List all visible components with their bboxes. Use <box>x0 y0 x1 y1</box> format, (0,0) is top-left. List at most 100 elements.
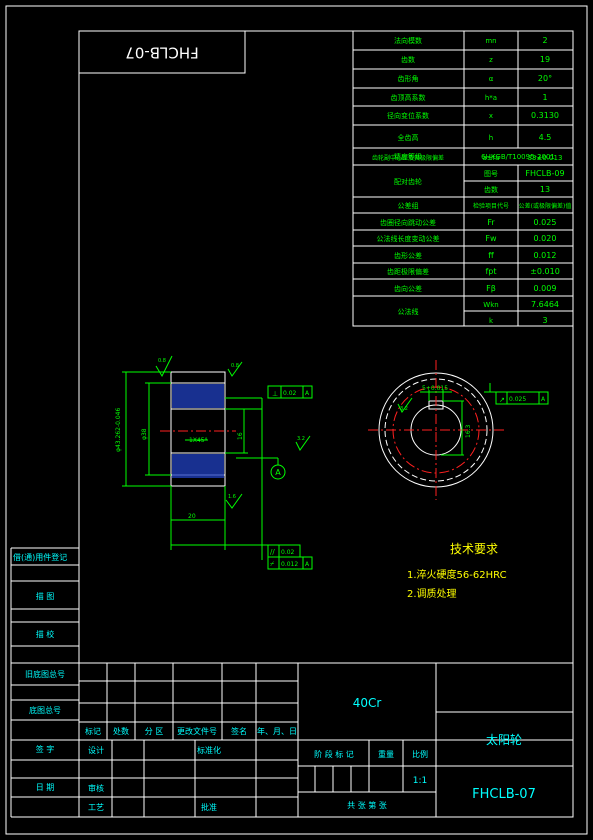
tech-requirements: 技术要求 1.淬火硬度56-62HRC 2.调质处理 <box>407 542 507 600</box>
param-table <box>352 30 574 327</box>
tb-standard: 标准化 <box>197 745 221 755</box>
param-name: 法向模数 <box>394 36 422 45</box>
mating-name: 配对齿轮 <box>394 177 422 186</box>
tb-scale: 1:1 <box>413 776 427 786</box>
tolerance-header: 检验项目代号 <box>473 202 509 210</box>
front-view-text: φ43.262-0.046 φ38 1X45° 16 20 0.8 0.8 3.… <box>115 358 310 568</box>
tolerance-value: ±0.010 <box>530 267 560 276</box>
rough-bottom: 1.6 <box>228 494 236 500</box>
outer-border <box>5 5 588 835</box>
tb-part-name: 太阳轮 <box>486 732 522 747</box>
param-name: 全齿高 <box>398 133 419 142</box>
tb-weight: 重量 <box>378 749 394 759</box>
code-box <box>78 30 246 74</box>
gt-par-val: 0.02 <box>281 549 295 556</box>
front-view <box>122 355 313 570</box>
dim-bore: φ38 <box>141 428 148 440</box>
param-name: 齿顶高系数 <box>391 93 426 102</box>
tb-approve: 批准 <box>201 802 217 812</box>
dim-key-width: 5+0.015 <box>422 385 448 392</box>
dim-bore-len: 16 <box>237 432 244 440</box>
param-symbol: h <box>489 134 493 142</box>
datum-label: A <box>275 468 281 477</box>
param-symbol: a±fa <box>483 154 500 162</box>
rotated-code: FHCLB-07 <box>125 44 199 62</box>
gt-run-val: 0.025 <box>509 396 526 403</box>
tolerance-name: 齿形公差 <box>394 251 422 260</box>
param-symbol: α <box>489 75 494 83</box>
tb-sheets: 共 张 第 张 <box>347 800 387 810</box>
tolerance-symbol: Fw <box>485 234 497 243</box>
param-value: 20° <box>538 74 552 83</box>
common-normal-symbol: k <box>489 317 494 325</box>
tolerance-symbol: ff <box>488 251 494 260</box>
param-name: 径向变位系数 <box>387 111 429 120</box>
param-name: 精度等级 <box>394 152 422 161</box>
dim-tip: φ43.262-0.046 <box>115 408 122 452</box>
tolerance-name: 公法线长度变动公差 <box>377 234 440 243</box>
side-view <box>368 360 549 500</box>
tb-c2: 处数 <box>113 726 129 736</box>
tech-item-2: 2.调质处理 <box>407 588 457 600</box>
tb-c3: 分 区 <box>145 727 164 736</box>
tolerance-value: 0.025 <box>534 218 557 227</box>
tech-title: 技术要求 <box>450 542 498 556</box>
mating-symbol: 图号 <box>484 170 498 178</box>
side-label-1: 借(通)用件登记 <box>13 552 67 562</box>
inner-border <box>78 30 574 818</box>
dim-chamfer: 1X45° <box>189 437 208 444</box>
tolerance-symbol: Fr <box>487 218 495 227</box>
tolerance-value: 0.020 <box>534 234 557 243</box>
mating-value: 13 <box>540 185 550 194</box>
common-normal-value: 7.6464 <box>531 300 559 309</box>
tb-c6: 年、月、日 <box>257 726 297 736</box>
param-value: 2 <box>542 36 547 45</box>
tb-process: 工艺 <box>88 803 104 812</box>
tb-c4: 更改文件号 <box>177 726 217 736</box>
param-name: 齿轮副中心距及其极限偏差 <box>372 154 444 162</box>
tolerance-header: 公差(或极限偏差)值 <box>519 202 572 210</box>
gt-sym-val: 0.012 <box>281 561 298 568</box>
tb-stage: 阶 段 标 记 <box>314 749 354 759</box>
dim-face-len: 20 <box>188 513 196 520</box>
tb-review: 审核 <box>88 783 104 793</box>
gt-par-sym: // <box>270 548 275 556</box>
rough-side: 3.2 <box>400 406 408 412</box>
tolerance-name: 齿圈径向跳动公差 <box>380 218 436 227</box>
gt-sym-sym: ⌿ <box>270 560 275 568</box>
gt-run-datum: A <box>541 396 546 403</box>
tolerance-name: 齿向公差 <box>394 284 422 293</box>
param-value: 1 <box>542 93 547 102</box>
rough-top-right: 0.8 <box>231 363 239 369</box>
param-name: 齿形角 <box>398 74 419 83</box>
side-label-7: 日 期 <box>36 783 55 792</box>
tb-material: 40Cr <box>353 696 382 710</box>
tb-drawing-number: FHCLB-07 <box>472 787 536 802</box>
hatch-top <box>172 384 224 408</box>
param-value: 6HKGB/T10095-2001 <box>481 153 555 161</box>
param-name: 齿数 <box>401 55 415 64</box>
rough-top-left: 0.8 <box>158 358 166 364</box>
tolerance-name: 齿距极限偏差 <box>387 267 429 276</box>
tolerance-value: 0.009 <box>534 284 557 293</box>
mating-value: FHCLB-09 <box>525 169 564 178</box>
gt-perp-sym: ⊥ <box>272 390 278 398</box>
gt-sym-datum: A <box>305 561 310 568</box>
side-label-5: 底图总号 <box>29 705 61 715</box>
title-block-text: 标记 处数 分 区 更改文件号 签名 年、月、日 设计 标准化 审核 工艺 批准… <box>85 696 536 812</box>
gt-perp-datum: A <box>305 390 310 397</box>
hatch-bottom <box>172 454 224 478</box>
tb-c5: 签名 <box>231 726 247 736</box>
param-value: 0.3130 <box>531 111 559 120</box>
param-value: 4.5 <box>539 133 552 142</box>
common-normal-symbol: Wkn <box>483 301 498 309</box>
gt-run-sym: ↗ <box>499 396 505 404</box>
param-value: 33±0.013 <box>528 154 563 162</box>
dim-key-depth: 16.3 <box>465 424 472 438</box>
title-block <box>79 662 573 817</box>
tolerance-symbol: Fβ <box>486 284 496 293</box>
rough-right: 3.2 <box>297 436 305 442</box>
tb-ratio: 比例 <box>412 749 428 759</box>
